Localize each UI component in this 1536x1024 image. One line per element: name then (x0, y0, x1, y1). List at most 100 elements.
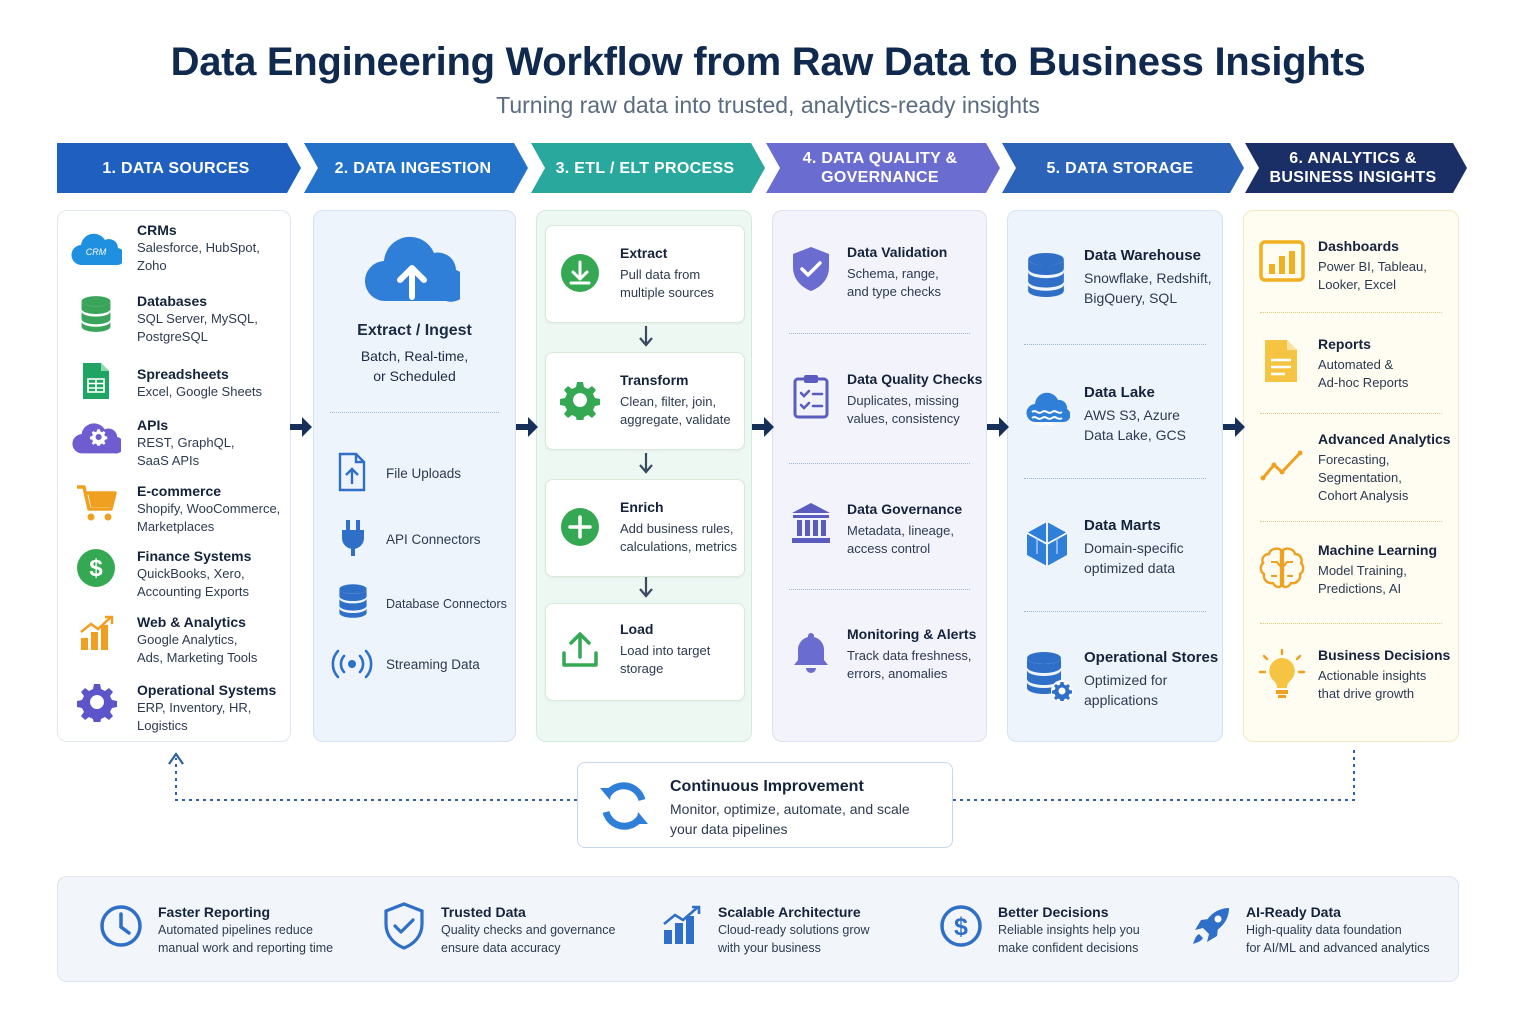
gear-icon (559, 379, 601, 421)
analytics-desc: Automated & Ad-hoc Reports (1318, 357, 1409, 390)
brain-icon (1258, 545, 1306, 591)
stage-header-data-ingestion: 2. DATA INGESTION (304, 143, 528, 193)
ingest-method-label: API Connectors (386, 532, 481, 547)
clock-icon (98, 903, 144, 949)
stage-header-analytics-insights: 6. ANALYTICS & BUSINESS INSIGHTS (1245, 143, 1467, 193)
analytics-desc: Power BI, Tableau, Looker, Excel (1318, 259, 1427, 292)
analytics-title: Reports (1318, 336, 1371, 352)
etl-step-desc: Clean, filter, join, aggregate, validate (620, 394, 731, 427)
storage-desc: Snowflake, Redshift, BigQuery, SQL (1084, 270, 1212, 306)
storage-title: Data Lake (1084, 384, 1155, 401)
etl-step-desc: Pull data from multiple sources (620, 267, 714, 300)
benefit-desc: Quality checks and governance ensure dat… (441, 923, 616, 955)
benefit-desc: Cloud-ready solutions grow with your bus… (718, 923, 870, 955)
analytics-title: Dashboards (1318, 238, 1399, 254)
clipboard-icon (791, 372, 831, 420)
lake-icon (1024, 388, 1070, 434)
analytics-desc: Actionable insights that drive growth (1318, 668, 1427, 701)
quality-title: Monitoring & Alerts (847, 626, 977, 642)
improvement-title: Continuous Improvement (670, 778, 864, 795)
source-title: APIs (137, 417, 169, 433)
storage-desc: AWS S3, Azure Data Lake, GCS (1084, 407, 1186, 443)
source-title: CRMs (137, 222, 177, 238)
plug-icon (338, 517, 368, 559)
benefit-title: Scalable Architecture (718, 904, 861, 920)
benefit-title: AI-Ready Data (1246, 904, 1341, 920)
ingest-method-label: Database Connectors (386, 597, 507, 611)
refresh-cycle-icon (596, 778, 652, 834)
spreadsheet-icon (80, 359, 112, 403)
shield-check-icon (789, 245, 833, 293)
svg-text:CRM: CRM (86, 247, 107, 257)
feedback-loop-connector (168, 746, 1355, 801)
flow-arrow-icon (1221, 414, 1247, 440)
source-title: Finance Systems (137, 548, 252, 564)
flow-arrow-icon (514, 414, 540, 440)
storage-title: Data Marts (1084, 517, 1161, 534)
stage-header-quality-governance: 4. DATA QUALITY & GOVERNANCE (766, 143, 1000, 193)
down-arrow-icon (639, 326, 653, 347)
benefit-title: Faster Reporting (158, 904, 271, 920)
dollar-icon: $ (75, 547, 117, 589)
lightbulb-icon (1258, 648, 1306, 700)
quality-desc: Schema, range, and type checks (847, 266, 941, 299)
source-title: E-commerce (137, 483, 222, 499)
benefit-desc: Reliable insights help you make confiden… (998, 923, 1140, 955)
cloud-upload-icon (364, 235, 460, 305)
bar-growth-icon (77, 613, 117, 653)
ingest-desc: Batch, Real-time, or Scheduled (360, 348, 469, 384)
shield-check-icon (382, 901, 426, 951)
etl-step-desc: Load into target storage (620, 643, 711, 676)
source-title: Operational Systems (137, 682, 277, 698)
benefit-desc: Automated pipelines reduce manual work a… (158, 923, 334, 955)
quality-title: Data Governance (847, 501, 963, 517)
storage-desc: Optimized for applications (1084, 672, 1168, 708)
quality-desc: Metadata, lineage, access control (847, 523, 954, 556)
institution-icon (789, 500, 833, 546)
crm-cloud-icon: CRM (70, 229, 122, 269)
flow-arrow-icon (985, 414, 1011, 440)
quality-desc: Duplicates, missing values, consistency (847, 393, 960, 426)
source-desc: SQL Server, MySQL, PostgreSQL (137, 311, 258, 344)
flow-arrow-icon (750, 414, 776, 440)
etl-step-title: Load (620, 621, 654, 637)
flow-arrow-icon (288, 414, 314, 440)
benefit-title: Better Decisions (998, 904, 1109, 920)
stage-header-etl-elt: 3. ETL / ELT PROCESS (531, 143, 765, 193)
stage-header-data-storage: 5. DATA STORAGE (1002, 143, 1244, 193)
gear-icon (76, 681, 118, 723)
source-desc: REST, GraphQL, SaaS APIs (137, 435, 235, 468)
continuous-improvement-box: Continuous Improvement Monitor, optimize… (577, 762, 953, 848)
file-upload-icon (336, 451, 368, 493)
benefit-title: Trusted Data (441, 904, 526, 920)
etl-step-title: Transform (620, 372, 689, 388)
database-icon (78, 292, 114, 336)
etl-step-title: Enrich (620, 499, 664, 515)
dashboard-icon (1258, 239, 1306, 283)
svg-text:$: $ (89, 555, 103, 582)
bar-growth-icon (660, 903, 704, 947)
analytics-desc: Model Training, Predictions, AI (1318, 563, 1407, 596)
benefit-desc: High-quality data foundation for AI/ML a… (1246, 923, 1430, 955)
quality-title: Data Validation (847, 244, 948, 260)
bell-icon (791, 629, 831, 675)
analytics-desc: Forecasting, Segmentation, Cohort Analys… (1318, 452, 1409, 503)
page-subtitle: Turning raw data into trusted, analytics… (496, 92, 1040, 118)
trend-line-icon (1260, 448, 1304, 482)
stage-header-data-sources: 1. DATA SOURCES (57, 143, 301, 193)
source-desc: Shopify, WooCommerce, Marketplaces (137, 501, 281, 534)
database-gear-icon (1024, 651, 1074, 703)
rocket-icon (1188, 903, 1234, 949)
plus-icon (559, 506, 601, 548)
storage-title: Operational Stores (1084, 649, 1219, 666)
